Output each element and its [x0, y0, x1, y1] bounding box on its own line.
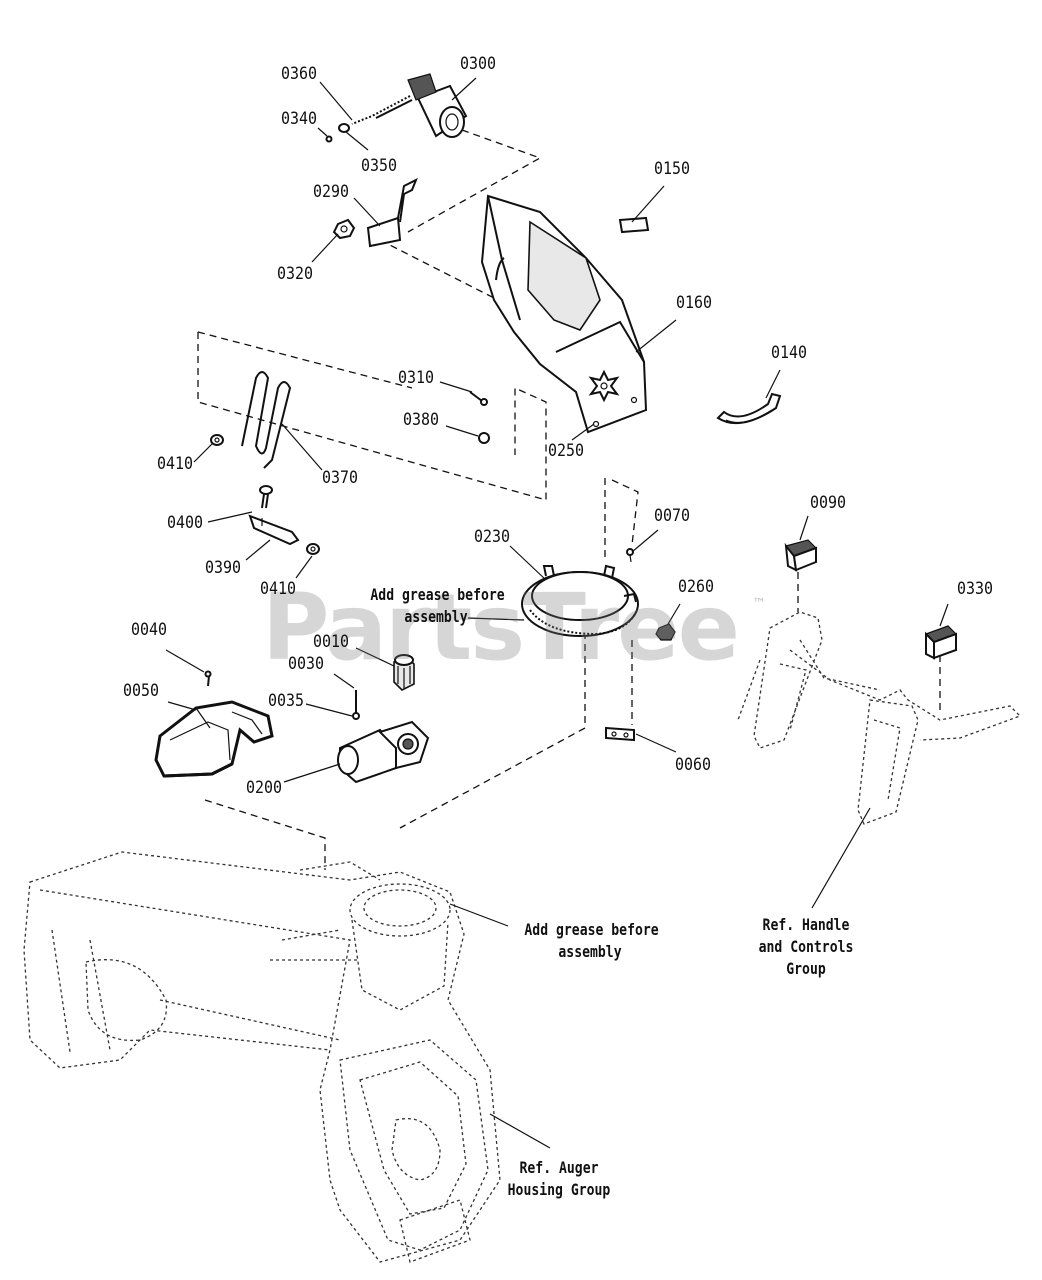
bracket-0290	[366, 177, 418, 248]
part-label-0070: 0070	[654, 506, 691, 526]
part-label-0400: 0400	[167, 513, 204, 533]
part-label-0200: 0200	[246, 778, 283, 798]
part-label-0330: 0330	[957, 579, 994, 599]
trademark-symbol: ™	[752, 596, 766, 612]
discharge-chute-0160	[480, 194, 648, 434]
button-0090	[784, 539, 818, 572]
part-label-0390: 0390	[205, 558, 242, 578]
note-auger-line2: Housing Group	[507, 1180, 611, 1199]
part-label-0410-upper: 0410	[157, 454, 194, 474]
note-grease-housing-line2: assembly	[558, 942, 622, 961]
nut-0410-upper	[210, 434, 224, 446]
button-0330	[924, 625, 958, 660]
note-grease-ring-line2: assembly	[404, 607, 468, 626]
part-label-0320: 0320	[277, 264, 314, 284]
gearbox-0200	[337, 720, 430, 784]
deflector-0140	[716, 392, 782, 425]
assembly-guide-lines	[197, 129, 941, 870]
note-auger-housing-ref: Ref. Auger Housing Group	[506, 1157, 613, 1201]
bracket-0390	[248, 514, 300, 546]
nut-0320	[332, 218, 356, 240]
bolt-0310	[469, 391, 488, 406]
part-label-0060: 0060	[675, 755, 712, 775]
part-label-0380: 0380	[403, 410, 440, 430]
ring-gear-0230	[521, 564, 639, 637]
nut-0410-lower	[306, 543, 320, 555]
part-label-0360: 0360	[281, 64, 318, 84]
note-handle-line3: Group	[786, 959, 826, 978]
part-label-0300: 0300	[460, 54, 497, 74]
note-grease-ring-line1: Add grease before	[370, 585, 505, 604]
part-label-0250: 0250	[548, 441, 585, 461]
clip-0060	[605, 726, 635, 742]
part-label-0340: 0340	[281, 109, 318, 129]
part-label-0035: 0035	[268, 691, 305, 711]
auger-housing-ghost	[23, 851, 501, 1263]
decal-0150	[618, 216, 650, 234]
gear-cover-0050	[154, 700, 274, 778]
part-label-0160: 0160	[676, 293, 713, 313]
partstree-watermark: PartsTree	[262, 574, 740, 681]
note-grease-housing-line1: Add grease before	[524, 920, 659, 939]
part-label-0290: 0290	[313, 182, 350, 202]
part-label-0150: 0150	[654, 159, 691, 179]
knob-0010	[393, 654, 415, 691]
bolt-0400	[259, 485, 273, 509]
part-label-0230: 0230	[474, 527, 511, 547]
note-grease-ring: Add grease before assembly	[370, 584, 505, 628]
part-label-0090: 0090	[810, 493, 847, 513]
nut-0260	[655, 623, 676, 641]
part-label-0370: 0370	[322, 468, 359, 488]
part-label-0050: 0050	[123, 681, 160, 701]
screw-0070	[626, 548, 634, 563]
screw-0040	[204, 670, 212, 687]
screw-0030	[352, 690, 360, 720]
part-label-0010: 0010	[313, 632, 350, 652]
part-label-0260: 0260	[678, 577, 715, 597]
part-label-0410-lower: 0410	[260, 579, 297, 599]
part-label-0310: 0310	[398, 368, 435, 388]
note-handle-controls-ref: Ref. Handle and Controls Group	[757, 914, 855, 980]
nut-0380	[478, 432, 490, 444]
note-grease-housing: Add grease before assembly	[524, 919, 659, 963]
note-auger-line1: Ref. Auger	[519, 1158, 599, 1177]
part-label-0350: 0350	[361, 156, 398, 176]
washers-0340-0350	[325, 123, 350, 143]
leader-lines	[165, 77, 949, 1149]
part-label-0030: 0030	[288, 654, 325, 674]
note-handle-line2: and Controls	[758, 937, 854, 956]
chute-motor-0300	[351, 73, 468, 138]
note-handle-line1: Ref. Handle	[762, 915, 850, 934]
handle-controls-ghost	[737, 611, 1022, 825]
part-label-0140: 0140	[771, 343, 808, 363]
part-label-0040: 0040	[131, 620, 168, 640]
spring-0370	[241, 371, 292, 469]
